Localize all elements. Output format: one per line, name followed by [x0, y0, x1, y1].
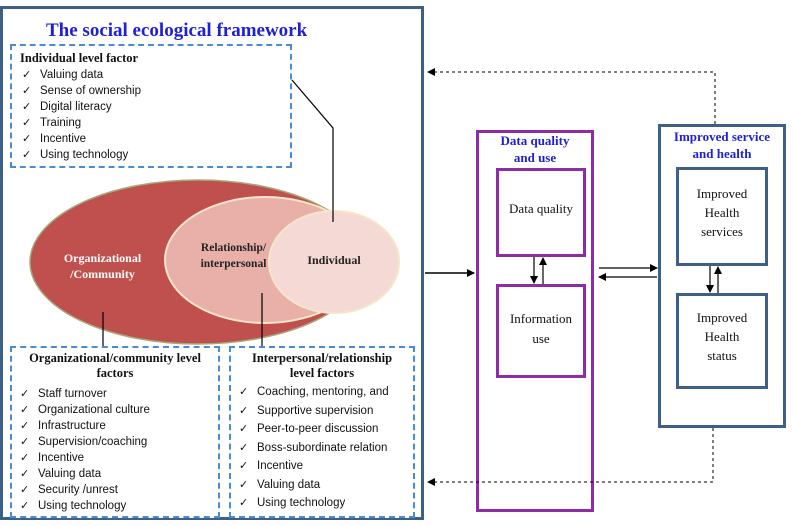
- improved-health-status-box: Improved Health status: [676, 293, 768, 389]
- list-item: ✓Valuing data: [22, 68, 104, 81]
- check-icon: ✓: [20, 387, 30, 400]
- list-item: ✓Valuing data: [20, 467, 102, 480]
- services-line1: Improved: [696, 186, 748, 201]
- dq-title-line2: and use: [513, 150, 557, 165]
- check-icon: ✓: [22, 100, 32, 113]
- check-icon: ✓: [20, 403, 30, 416]
- status-line2: Health: [704, 329, 740, 344]
- list-item: ✓Security /unrest: [20, 483, 118, 496]
- improved-title-line2: and health: [692, 146, 752, 161]
- relationship-label-line2: interpersonal: [200, 258, 267, 270]
- interpersonal-relationship-factors-box: Interpersonal/relationship level factors…: [229, 346, 415, 518]
- check-icon: ✓: [239, 496, 249, 509]
- improved-title-line1: Improved service: [673, 129, 771, 144]
- list-item: ✓Valuing data: [237, 476, 407, 495]
- list-item: ✓Organizational culture: [20, 403, 150, 416]
- check-icon: ✓: [20, 499, 30, 512]
- list-item: ✓Supportive supervision: [237, 402, 407, 421]
- check-icon: ✓: [20, 435, 30, 448]
- check-icon: ✓: [22, 116, 32, 129]
- services-line3: services: [701, 224, 743, 239]
- check-icon: ✓: [239, 422, 249, 435]
- data-quality-panel-title: Data quality and use: [479, 132, 591, 166]
- list-item: ✓Using technology: [237, 494, 407, 513]
- check-icon: ✓: [20, 419, 30, 432]
- org-box-title: Organizational/community level factors: [18, 351, 212, 381]
- relationship-interpersonal-label: Relationship/ interpersonal: [186, 240, 281, 272]
- info-use-line2: use: [532, 331, 550, 346]
- info-use-line1: Information: [509, 311, 573, 326]
- data-quality-box: Data quality: [496, 168, 586, 257]
- ellipse-diagram: [29, 179, 400, 345]
- check-icon: ✓: [239, 477, 249, 491]
- information-use-box: Information use: [496, 284, 586, 378]
- list-item: ✓Supervision/coaching: [20, 435, 148, 448]
- individual-label: Individual: [307, 253, 361, 267]
- list-item: ✓Peer-to-peer discussion: [237, 420, 407, 439]
- inter-box-title-line1: Interpersonal/relationship: [251, 351, 393, 365]
- improved-panel-title: Improved service and health: [661, 128, 783, 162]
- status-line1: Improved: [696, 310, 748, 325]
- check-icon: ✓: [239, 403, 249, 417]
- top-feedback-dashed-arrow: [427, 68, 716, 124]
- organizational-community-label: Organizational /Community: [40, 250, 165, 282]
- status-line3: status: [707, 348, 737, 363]
- list-item: ✓Infrastructure: [20, 419, 106, 432]
- check-icon: ✓: [239, 459, 249, 472]
- inter-box-title: Interpersonal/relationship level factors: [237, 351, 407, 381]
- list-item: ✓Incentive: [237, 457, 407, 476]
- individual-factor-list: ✓Valuing data ✓Sense of ownership ✓Digit…: [20, 67, 282, 163]
- check-icon: ✓: [20, 483, 30, 496]
- list-item: ✓Incentive: [20, 451, 85, 464]
- relationship-label-line1: Relationship/: [200, 242, 267, 254]
- check-icon: ✓: [20, 451, 30, 464]
- organizational-community-factors-box: Organizational/community level factors ✓…: [10, 346, 220, 518]
- framework-title: The social ecological framework: [46, 20, 308, 41]
- org-factor-list: ✓Staff turnover ✓Organizational culture …: [18, 386, 212, 514]
- check-icon: ✓: [22, 148, 32, 161]
- organizational-label-line2: /Community: [70, 267, 135, 281]
- check-icon: ✓: [22, 68, 32, 81]
- check-icon: ✓: [20, 467, 30, 480]
- check-icon: ✓: [239, 440, 249, 454]
- list-item: ✓Using technology: [22, 148, 129, 161]
- services-line2: Health: [704, 205, 740, 220]
- inter-box-title-line2: level factors: [289, 366, 355, 380]
- check-icon: ✓: [22, 132, 32, 145]
- dq-title-line1: Data quality: [500, 133, 570, 148]
- check-icon: ✓: [22, 84, 32, 97]
- list-item: ✓Incentive: [22, 132, 87, 145]
- check-icon: ✓: [239, 385, 249, 398]
- organizational-label-line1: Organizational: [63, 251, 142, 265]
- org-box-title-line1: Organizational/community level: [29, 351, 201, 365]
- individual-ellipse: [268, 210, 400, 314]
- inter-factor-list: ✓Coaching, mentoring, and ✓Supportive su…: [237, 383, 407, 513]
- list-item: ✓Digital literacy: [22, 100, 112, 113]
- list-item: ✓Staff turnover: [20, 387, 107, 400]
- list-item: ✓Boss-subordinate relation: [237, 439, 407, 458]
- individual-box-title: Individual level factor: [20, 51, 139, 65]
- list-item: ✓Sense of ownership: [22, 84, 142, 97]
- individual-level-factor-box: Individual level factor ✓Valuing data ✓S…: [10, 44, 292, 168]
- org-box-title-line2: factors: [96, 366, 134, 380]
- list-item: ✓Coaching, mentoring, and: [237, 383, 407, 402]
- list-item: ✓Training: [22, 116, 82, 129]
- list-item: ✓Using technology: [20, 499, 127, 512]
- improved-health-services-box: Improved Health services: [676, 167, 768, 266]
